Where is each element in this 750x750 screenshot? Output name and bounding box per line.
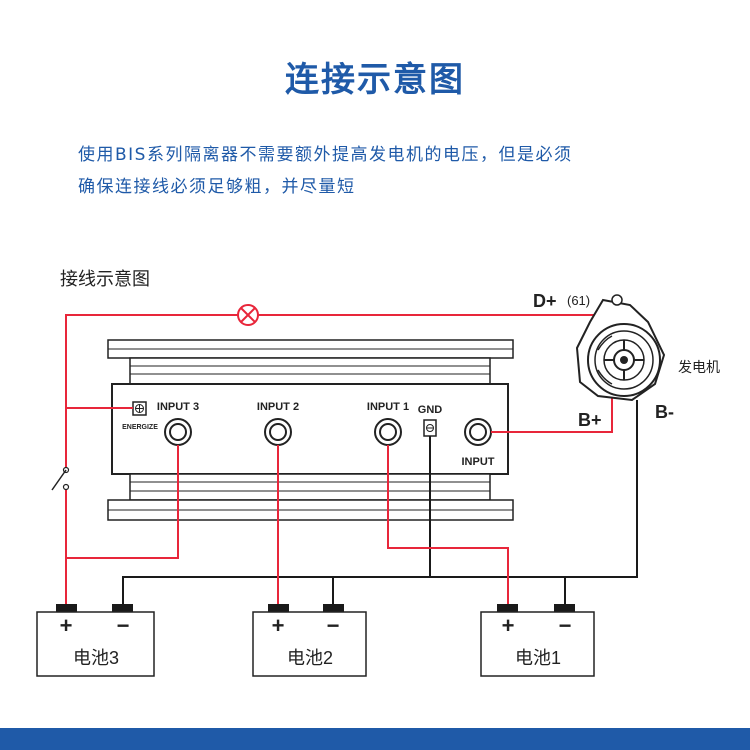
terminal-input	[464, 418, 492, 446]
label-energize: ENERGIZE	[122, 424, 158, 431]
battery-3-minus: −	[117, 613, 130, 638]
label-gnd: GND	[418, 404, 443, 416]
battery-3-plus: +	[60, 613, 73, 638]
label-input-3: INPUT 3	[157, 401, 199, 413]
label-generator: 发电机	[678, 359, 720, 375]
positive-wiring	[65, 314, 613, 605]
battery-2-name: 电池2	[287, 648, 333, 668]
label-input: INPUT	[462, 456, 495, 468]
label-d-plus: D+	[533, 291, 557, 311]
battery-2-plus: +	[272, 613, 285, 638]
battery-2: + − 电池2	[252, 604, 367, 677]
label-input-1: INPUT 1	[367, 401, 409, 413]
bottom-accent-bar	[0, 728, 750, 750]
terminal-input-1	[374, 418, 402, 446]
isolator-body	[107, 339, 514, 521]
terminal-energize	[132, 401, 147, 416]
label-b-plus: B+	[578, 410, 602, 430]
ground-wiring	[122, 400, 638, 605]
label-b-minus: B-	[655, 402, 674, 422]
diagram-label: 接线示意图	[60, 269, 150, 290]
battery-2-minus: −	[327, 613, 340, 638]
battery-1-name: 电池1	[515, 648, 561, 668]
battery-3: + − 电池3	[36, 604, 155, 677]
label-d-plus-code: (61)	[567, 293, 590, 308]
generator-icon	[575, 294, 666, 402]
switch-icon	[51, 466, 70, 491]
battery-1: + − 电池1	[480, 604, 595, 677]
battery-3-name: 电池3	[73, 648, 119, 668]
page-title: 连接示意图	[285, 60, 465, 100]
battery-1-plus: +	[502, 613, 515, 638]
terminal-input-2	[264, 418, 292, 446]
battery-1-minus: −	[559, 613, 572, 638]
terminal-gnd	[423, 419, 437, 437]
description-line-2: 确保连接线必须足够粗，并尽量短	[78, 177, 356, 197]
label-input-2: INPUT 2	[257, 401, 299, 413]
terminal-input-3	[164, 418, 192, 446]
indicator-lamp-icon	[237, 304, 259, 326]
description-line-1: 使用BIS系列隔离器不需要额外提高发电机的电压，但是必须	[78, 145, 573, 165]
